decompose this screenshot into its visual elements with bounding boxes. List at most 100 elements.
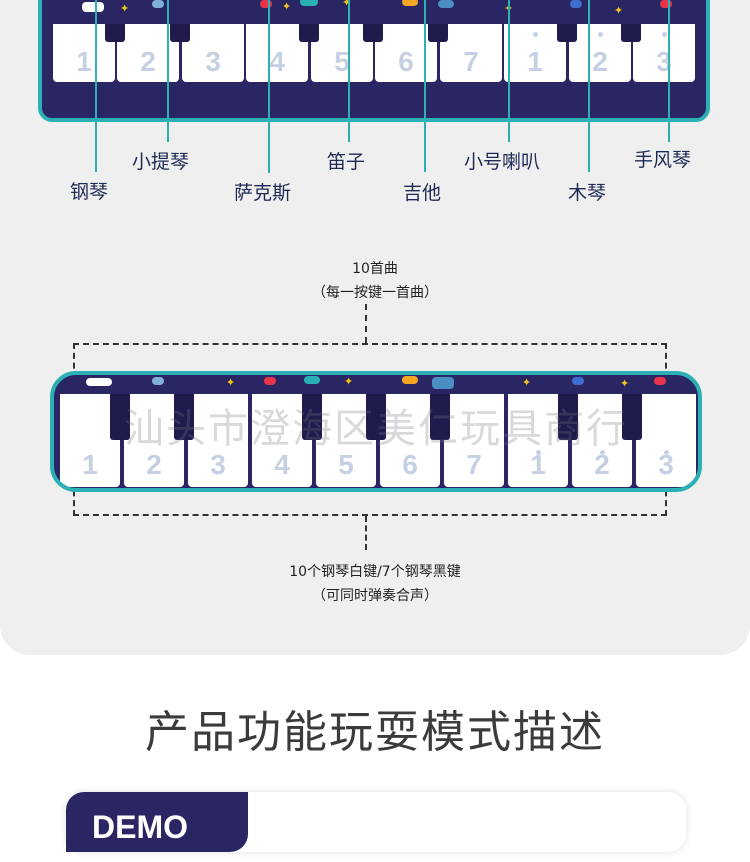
dashed-connector — [365, 304, 367, 343]
white-key-7[interactable]: 7 — [440, 24, 502, 82]
key-label: 3 — [658, 449, 674, 480]
octave-dot — [533, 32, 538, 37]
key-label: 2 — [594, 449, 610, 480]
star-icon: ✦ — [620, 377, 630, 390]
section-title: 产品功能玩耍模式描述 — [145, 707, 605, 758]
keyboard-full: ✦ ✦ ✦ ✦ 1 2 3 4 5 6 7 1 2 3 — [50, 371, 702, 492]
black-key[interactable] — [622, 394, 642, 440]
star-icon: ✦ — [614, 4, 624, 17]
key-label: 5 — [338, 449, 354, 480]
violin-icon — [152, 0, 164, 8]
white-key-1[interactable]: 1 — [53, 24, 115, 82]
feature-panel: ✦ ✦ ✦ ✦ ✦ 1 2 3 4 5 6 7 1 2 3 钢琴 小提琴 萨克斯… — [0, 0, 750, 655]
black-key[interactable] — [363, 24, 383, 42]
callout-line — [508, 0, 510, 142]
violin-icon — [152, 377, 164, 385]
white-key-8[interactable]: 1 — [504, 24, 566, 82]
white-key-10[interactable]: 3 — [633, 24, 695, 82]
key-label: 4 — [269, 46, 285, 77]
black-key[interactable] — [170, 24, 190, 42]
trumpet-icon — [432, 377, 454, 389]
white-key-6[interactable]: 6 — [375, 24, 437, 82]
demo-tab[interactable]: DEMO — [66, 792, 248, 852]
guitar-icon — [402, 0, 418, 6]
saxophone-icon — [264, 377, 276, 385]
callout-line — [348, 0, 350, 142]
star-icon: ✦ — [282, 0, 292, 13]
key-label: 4 — [274, 449, 290, 480]
black-key[interactable] — [428, 24, 448, 42]
callout-line — [668, 0, 670, 142]
xylophone-icon — [572, 377, 584, 385]
black-key[interactable] — [621, 24, 641, 42]
guitar-icon — [402, 376, 418, 384]
black-key[interactable] — [558, 394, 578, 440]
key-label: 5 — [334, 46, 350, 77]
piano-icon — [82, 2, 104, 12]
key-label: 6 — [402, 449, 418, 480]
trumpet-icon — [438, 0, 454, 8]
callout-line — [424, 0, 426, 172]
label-flute: 笛子 — [327, 151, 366, 173]
white-key-10[interactable]: 3 — [636, 394, 696, 487]
white-key-9[interactable]: 2 — [569, 24, 631, 82]
white-key-5[interactable]: 5 — [311, 24, 373, 82]
octave-dot — [664, 450, 669, 455]
white-key-4[interactable]: 4 — [246, 24, 308, 82]
flute-icon — [300, 0, 318, 6]
callout-line — [95, 0, 97, 172]
flute-icon — [304, 376, 320, 384]
label-accordion: 手风琴 — [634, 149, 692, 171]
white-key-3[interactable]: 3 — [182, 24, 244, 82]
key-label: 3 — [205, 46, 221, 77]
accordion-icon — [654, 377, 666, 385]
black-key[interactable] — [174, 394, 194, 440]
star-icon: ✦ — [522, 376, 532, 389]
callout-line — [167, 0, 169, 142]
black-key[interactable] — [302, 394, 322, 440]
label-violin: 小提琴 — [132, 151, 190, 173]
octave-dot — [662, 32, 667, 37]
piano-icon — [86, 378, 112, 386]
songs-description: （每一按键一首曲） — [312, 285, 438, 301]
star-icon: ✦ — [342, 0, 352, 9]
black-key[interactable] — [430, 394, 450, 440]
label-piano: 钢琴 — [70, 181, 109, 203]
key-label: 3 — [656, 46, 672, 77]
label-trumpet: 小号喇叭 — [464, 151, 541, 173]
keyboard-top: ✦ ✦ ✦ ✦ ✦ 1 2 3 4 5 6 7 1 2 3 — [38, 0, 710, 122]
label-saxophone: 萨克斯 — [234, 182, 292, 204]
white-key-3[interactable]: 3 — [188, 394, 248, 487]
key-label: 6 — [398, 46, 414, 77]
label-guitar: 吉他 — [403, 182, 442, 204]
songs-count: 10首曲 — [352, 261, 398, 277]
black-key[interactable] — [299, 24, 319, 42]
black-key[interactable] — [366, 394, 386, 440]
key-label: 1 — [530, 449, 546, 480]
xylophone-icon — [570, 0, 582, 8]
star-icon: ✦ — [226, 376, 236, 389]
black-key[interactable] — [105, 24, 125, 42]
star-icon: ✦ — [344, 375, 354, 388]
octave-dot — [600, 450, 605, 455]
dashed-connector — [365, 516, 367, 550]
octave-dot — [536, 450, 541, 455]
keys-count: 10个钢琴白键/7个钢琴黑键 — [289, 564, 461, 580]
callout-line — [588, 0, 590, 172]
key-label: 1 — [76, 46, 92, 77]
key-label: 2 — [592, 46, 608, 77]
key-label: 7 — [466, 449, 482, 480]
key-label: 7 — [463, 46, 479, 77]
white-key-9[interactable]: 2 — [572, 394, 632, 487]
key-label: 3 — [210, 449, 226, 480]
accordion-icon — [660, 0, 672, 8]
label-xylophone: 木琴 — [568, 182, 607, 204]
key-label: 1 — [82, 449, 98, 480]
white-key-7[interactable]: 7 — [444, 394, 504, 487]
octave-dot — [598, 32, 603, 37]
keys-description: （可同时弹奏合声） — [312, 588, 438, 604]
black-key[interactable] — [110, 394, 130, 440]
key-label: 2 — [140, 46, 156, 77]
black-key[interactable] — [557, 24, 577, 42]
key-label: 2 — [146, 449, 162, 480]
